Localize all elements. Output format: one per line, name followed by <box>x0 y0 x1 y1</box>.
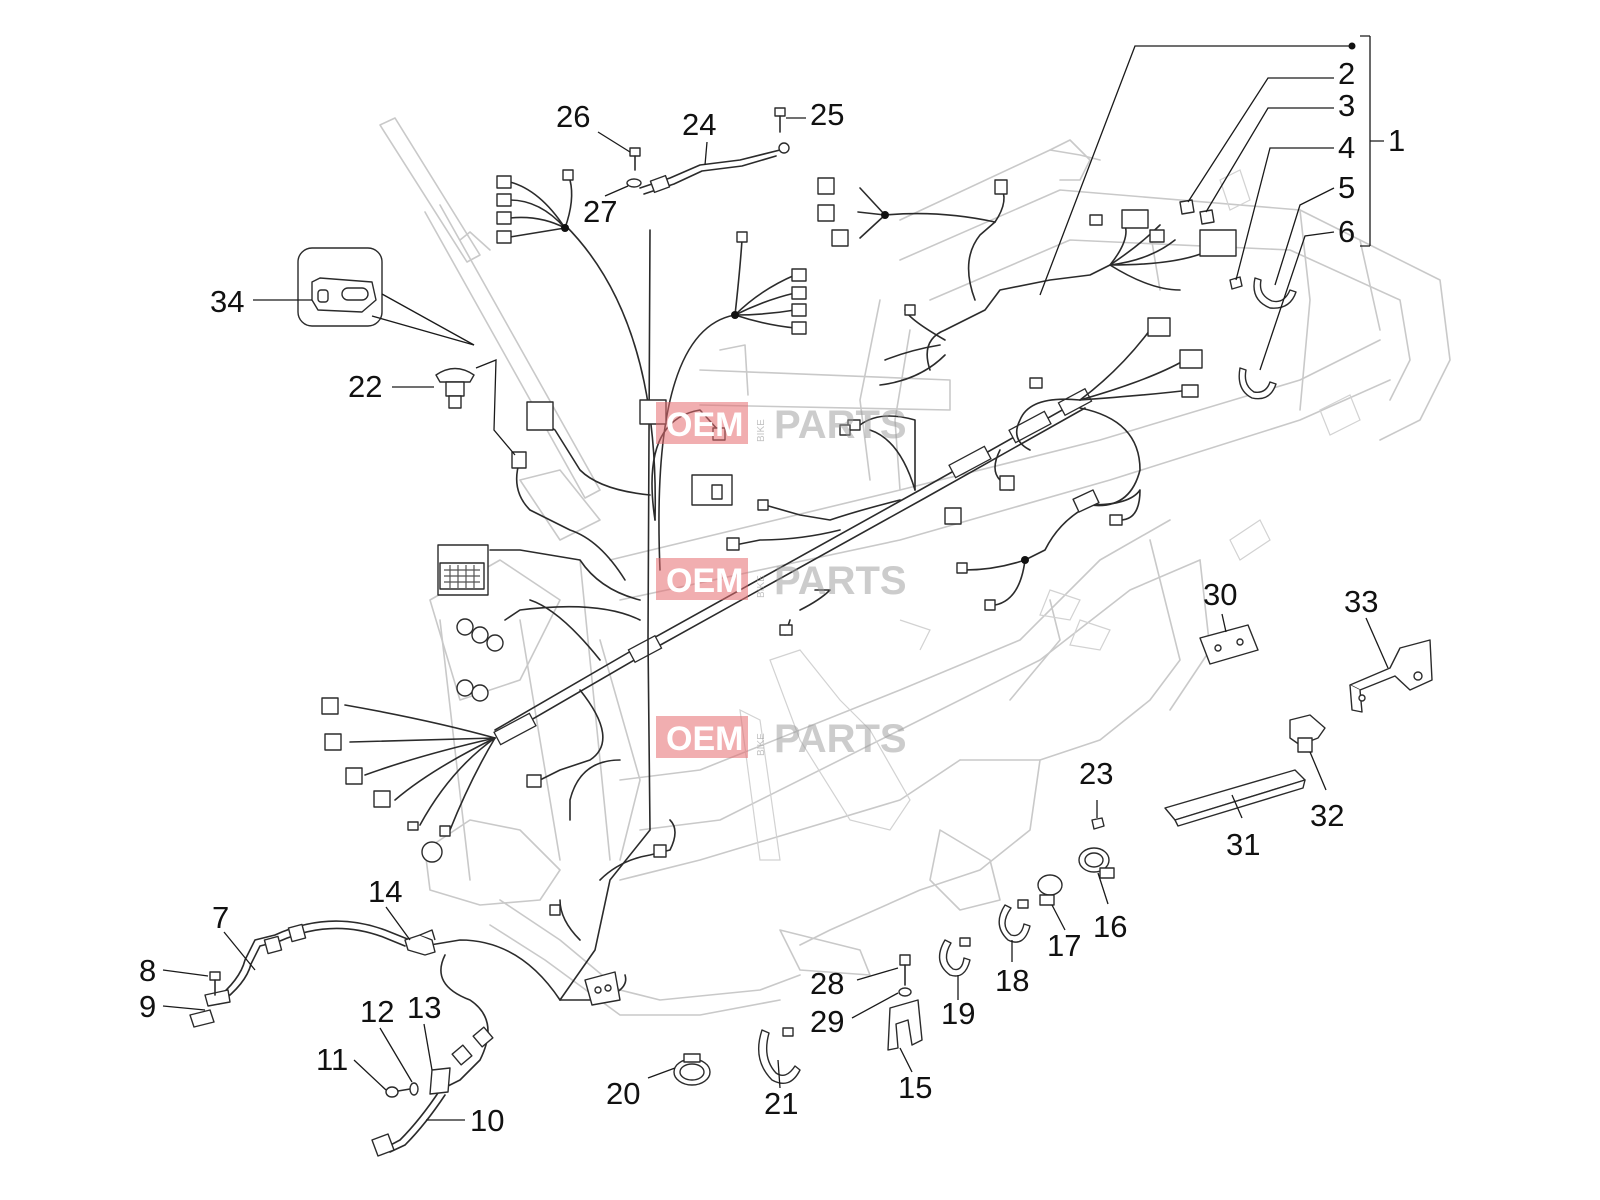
callout-9: 9 <box>139 989 156 1024</box>
washer-29 <box>898 987 912 997</box>
band-clamp-19 <box>938 937 971 977</box>
watermark-parts: PARTS <box>774 717 907 761</box>
strip-31 <box>1164 769 1306 827</box>
nut-23 <box>1091 817 1105 830</box>
callout-20: 20 <box>606 1076 640 1111</box>
watermark-row-3: OEM BIKE PARTS <box>656 716 907 761</box>
callout-10: 10 <box>470 1103 504 1138</box>
bolt-8 <box>209 971 221 996</box>
callout-23: 23 <box>1079 756 1113 791</box>
callout-19: 19 <box>941 996 975 1031</box>
washer-12 <box>409 1082 419 1096</box>
sensor-cable-10 <box>371 954 494 1157</box>
scooter-frame <box>379 117 1451 1016</box>
callout-32: 32 <box>1310 798 1344 833</box>
callout-31: 31 <box>1226 827 1260 862</box>
callout-labels: 1 2 3 4 5 6 7 8 9 10 11 12 13 14 15 16 1… <box>139 56 1405 1138</box>
bolt-26 <box>629 147 641 171</box>
loose-parts <box>189 107 1433 1157</box>
band-clamp-18 <box>998 899 1031 943</box>
screw-11 <box>385 1086 411 1098</box>
callout-12: 12 <box>360 994 394 1029</box>
clamp-17 <box>1037 874 1063 906</box>
callout-24: 24 <box>682 107 716 142</box>
clamp-14 <box>404 929 436 956</box>
bracket-33 <box>1349 639 1433 713</box>
callout-3: 3 <box>1338 88 1355 123</box>
callout-11: 11 <box>316 1042 348 1077</box>
callout-22: 22 <box>348 369 382 404</box>
ecu-connector-grid <box>439 562 485 590</box>
watermark-bike: BIKE <box>756 733 767 756</box>
main-wiring-harness <box>344 179 1211 1001</box>
leader-lines <box>162 35 1389 1121</box>
watermark: OEM BIKE PARTS OEM BIKE PARTS OEM BIKE P… <box>656 402 907 761</box>
callout-15: 15 <box>898 1070 932 1105</box>
speed-sensor-cable-7 <box>189 920 411 1028</box>
connector-3 <box>1199 209 1215 225</box>
callout-8: 8 <box>139 953 156 988</box>
callout-14: 14 <box>368 874 402 909</box>
band-clamp-21 <box>758 1027 801 1084</box>
watermark-parts: PARTS <box>774 403 907 447</box>
connector-2 <box>1179 199 1195 215</box>
band-clamp-6 <box>1238 367 1277 400</box>
callout-7: 7 <box>212 900 229 935</box>
washer-27 <box>626 178 642 188</box>
callout-21: 21 <box>764 1086 798 1121</box>
callout-26: 26 <box>556 99 590 134</box>
bolt-25 <box>774 107 786 133</box>
plate-30 <box>1199 624 1259 665</box>
clamp-16 <box>1078 847 1115 879</box>
watermark-parts: PARTS <box>774 559 907 603</box>
watermark-row-1: OEM BIKE PARTS <box>656 402 907 447</box>
watermark-row-2: OEM BIKE PARTS <box>656 558 907 603</box>
watermark-oem: OEM <box>666 406 743 444</box>
callout-33: 33 <box>1344 584 1378 619</box>
watermark-bike: BIKE <box>756 575 767 598</box>
callout-25: 25 <box>810 97 844 132</box>
callout-18: 18 <box>995 963 1029 998</box>
callout-13: 13 <box>407 990 441 1025</box>
watermark-oem: OEM <box>666 720 743 758</box>
fastener-22 <box>435 367 475 409</box>
watermark-bike: BIKE <box>756 419 767 442</box>
callout-6: 6 <box>1338 214 1355 249</box>
callout-27: 27 <box>583 194 617 229</box>
callout-30: 30 <box>1203 577 1237 612</box>
callout-16: 16 <box>1093 909 1127 944</box>
callout-17: 17 <box>1047 928 1081 963</box>
band-clamp-5 <box>1253 277 1297 309</box>
callout-2: 2 <box>1338 56 1355 91</box>
callout-29: 29 <box>810 1004 844 1039</box>
clip-32 <box>1289 714 1326 753</box>
callout-5: 5 <box>1338 170 1355 205</box>
bracket-15 <box>887 999 923 1051</box>
ground-cable-24 <box>639 142 790 195</box>
callout-4: 4 <box>1338 130 1355 165</box>
bolt-28 <box>899 954 911 986</box>
callout-28: 28 <box>810 966 844 1001</box>
clamp-20 <box>673 1053 711 1086</box>
connectors <box>321 42 1356 1006</box>
cover-34 <box>297 247 383 327</box>
watermark-oem: OEM <box>666 562 743 600</box>
callout-1: 1 <box>1388 123 1405 158</box>
callout-34: 34 <box>210 284 244 319</box>
